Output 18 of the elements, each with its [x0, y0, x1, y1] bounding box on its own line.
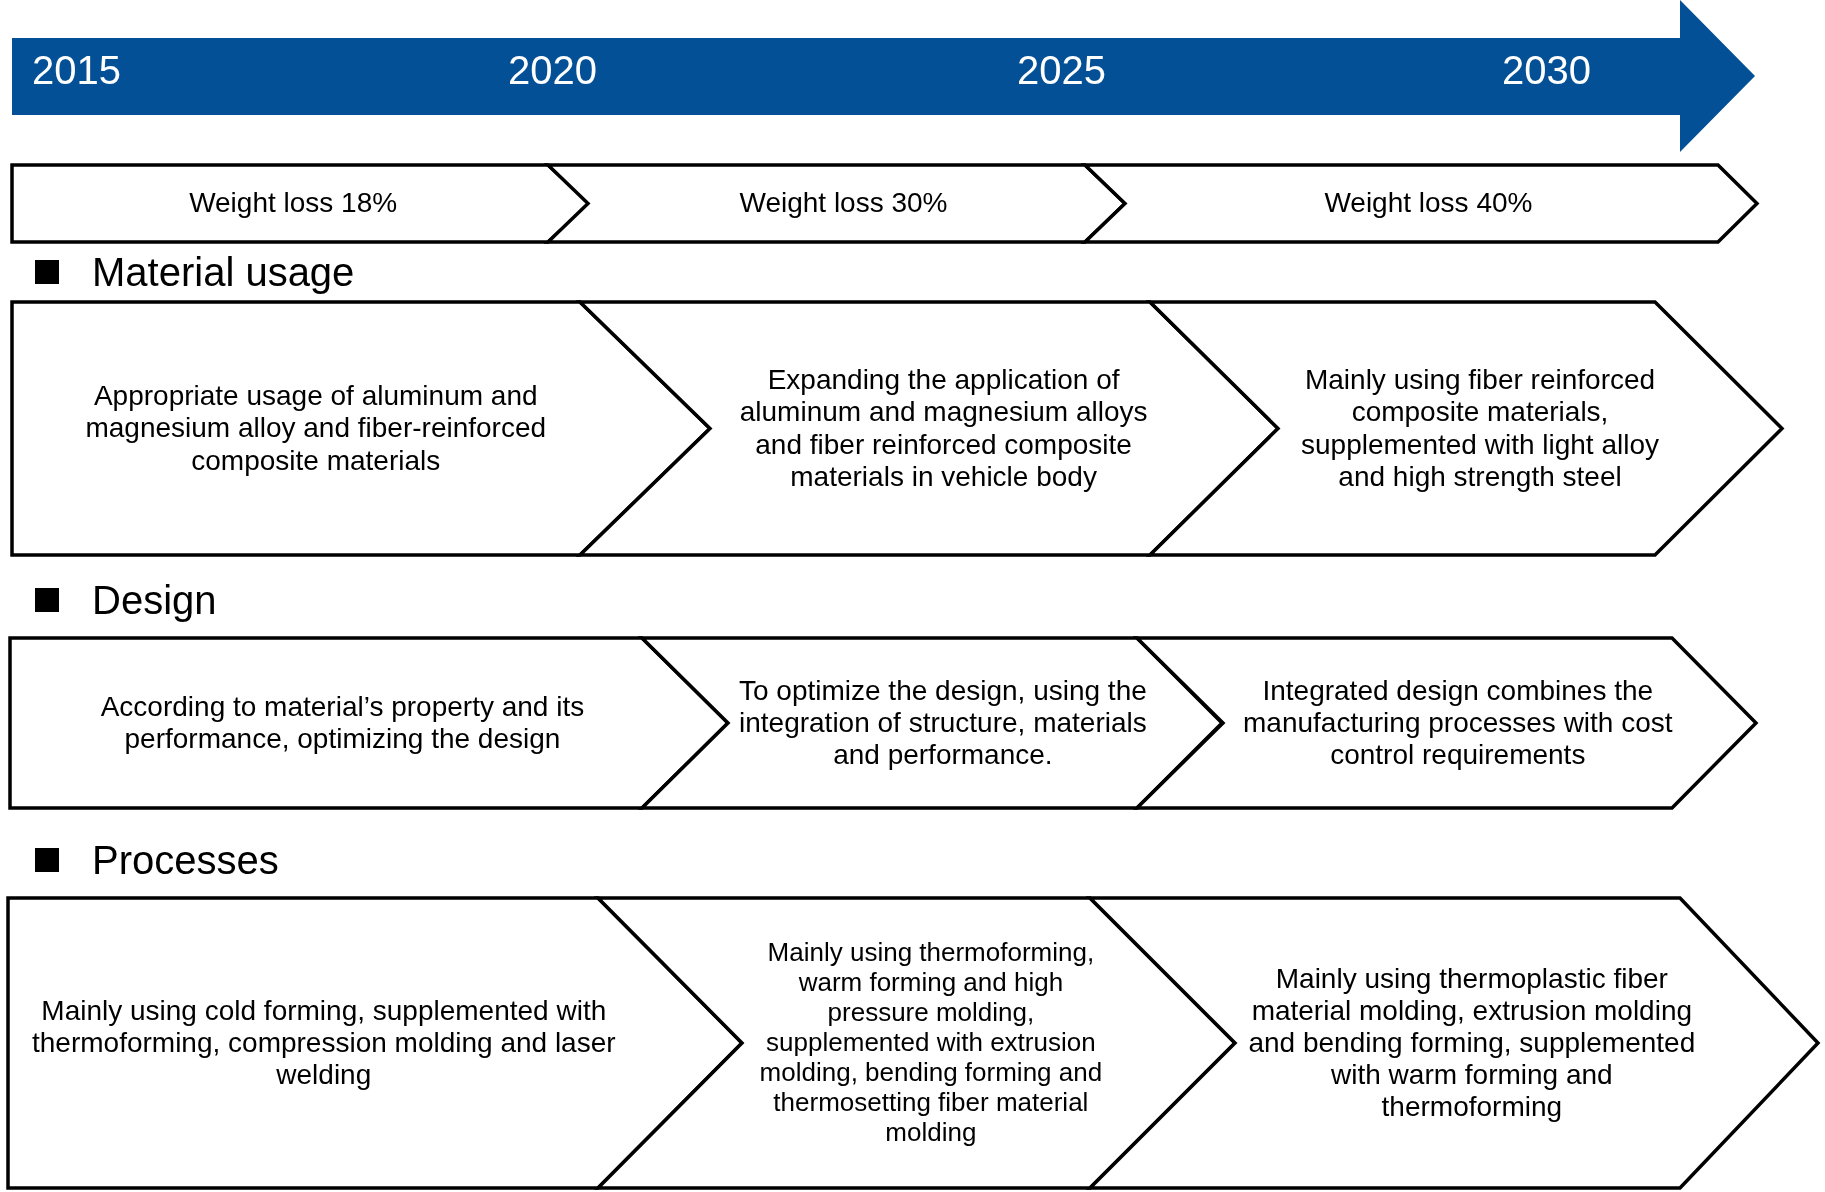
chevron-text: Mainly using fiber reinforced composite materials, supplemented with light alloy and high strength steel	[1300, 364, 1660, 493]
chevron-text: Mainly using thermoplastic fiber material molding, extrusion molding and bending forming, supplemented with warm forming and thermoforming	[1247, 962, 1697, 1124]
year-label: 2020	[508, 48, 597, 93]
chevron-text: Mainly using thermoforming, warm forming and high pressure molding, supplemented with extrusion molding, bending forming and thermosetting fiber material molding	[758, 938, 1104, 1148]
chevron-text: Weight loss 18%	[189, 187, 398, 220]
year-label: 2025	[1017, 48, 1106, 93]
chevron-text: To optimize the design, using the integration of structure, materials and performance.	[737, 674, 1148, 772]
year-label: 2015	[32, 48, 121, 93]
chevron-text: Weight loss 30%	[739, 187, 948, 220]
chevron-text: Expanding the application of aluminum and magnesium alloys and fiber reinforced composite materials in vehicle body	[738, 364, 1149, 493]
chevron-text: Appropriate usage of aluminum and magnesium alloy and fiber-reinforced composite materials	[84, 380, 548, 477]
chevron-text: Integrated design combines the manufacturing processes with cost control requirements	[1242, 674, 1674, 772]
section-heading: Design	[92, 578, 217, 623]
year-label: 2030	[1502, 48, 1591, 93]
chevron-text: According to material’s property and its performance, optimizing the design	[99, 690, 586, 756]
section-heading: Processes	[92, 838, 279, 883]
chevron-text: Weight loss 40%	[1324, 187, 1533, 220]
section-heading: Material usage	[92, 250, 355, 295]
